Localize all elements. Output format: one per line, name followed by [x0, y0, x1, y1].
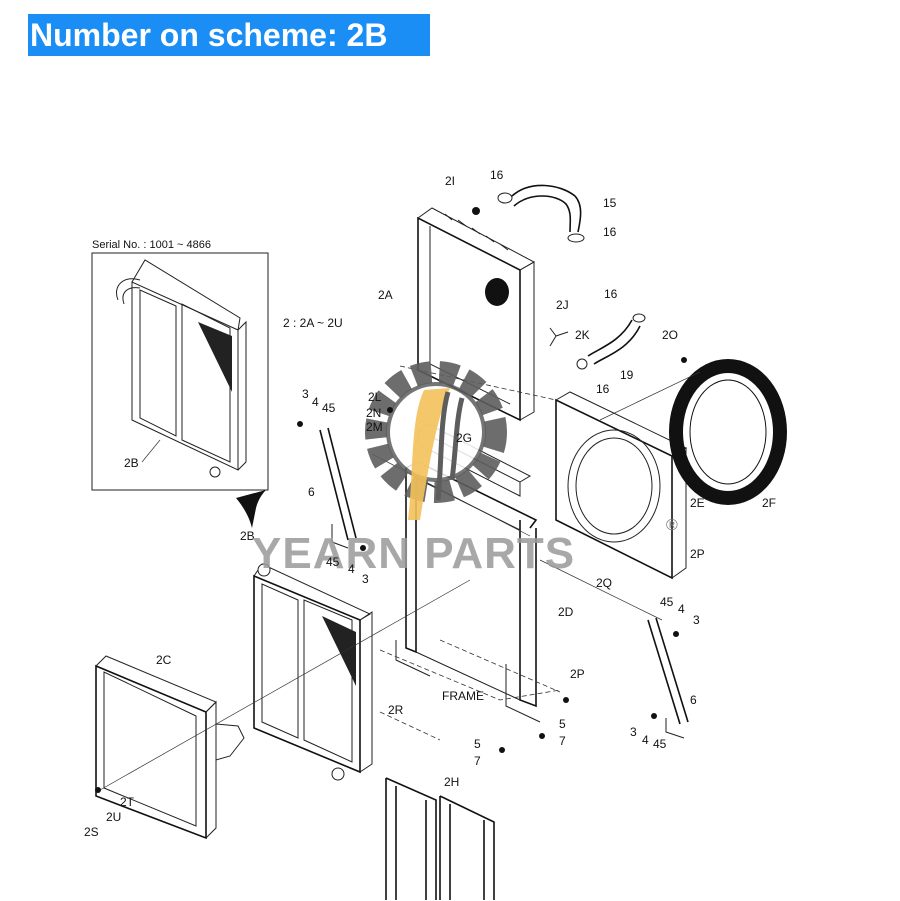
label-3-right: 3: [693, 613, 700, 627]
label-2J: 2J: [556, 298, 569, 312]
label-2S: 2S: [84, 825, 99, 839]
label-frame: FRAME: [442, 689, 484, 703]
label-2N: 2N: [366, 406, 381, 420]
watermark-text: YEARN PARTS: [252, 529, 575, 578]
label-2U: 2U: [106, 810, 121, 824]
arrow-label-2B: 2B: [240, 529, 255, 543]
label-45-mid: 45: [326, 555, 340, 569]
label-3-left: 3: [302, 387, 309, 401]
label-2R: 2R: [388, 703, 404, 717]
label-6-left: 6: [308, 485, 315, 499]
label-2F: 2F: [762, 496, 776, 510]
label-7-right: 7: [559, 734, 566, 748]
label-4-left: 4: [312, 395, 319, 409]
label-2O: 2O: [662, 328, 678, 342]
inset-serial: Serial No. : 1001 ~ 4866: [92, 239, 211, 251]
label-45-left: 45: [322, 401, 336, 415]
inset-panel: Serial No. : 1001 ~ 4866 2 : 2A ~ 2U 2B: [91, 239, 343, 491]
label-45-right: 45: [660, 595, 674, 609]
label-2T: 2T: [120, 795, 135, 809]
label-4-bottom: 4: [642, 733, 649, 747]
label-2K: 2K: [575, 328, 590, 342]
label-2A: 2A: [378, 288, 393, 302]
panels-2H: [385, 777, 495, 900]
stay-6-left: [319, 427, 357, 549]
label-2M: 2M: [366, 420, 383, 434]
shroud-2E: [555, 391, 688, 580]
label-2G: 2G: [456, 431, 472, 445]
stay-6-right: [647, 617, 689, 739]
label-7-left: 7: [474, 754, 481, 768]
cooler-2C: [95, 655, 245, 840]
hose-15: [497, 184, 585, 243]
label-2C: 2C: [156, 653, 172, 667]
label-4-mid: 4: [348, 562, 355, 576]
part-labels: 2I 16 15 16 2A 2J 16 2K 2O 19 16 3 4 45 …: [84, 168, 776, 839]
bolts: [95, 407, 679, 793]
label-3-bottom: 3: [630, 725, 637, 739]
label-2E: 2E: [690, 496, 705, 510]
label-16-lower: 16: [596, 382, 610, 396]
label-45-bottom: 45: [653, 737, 667, 751]
label-5-left: 5: [474, 737, 481, 751]
label-16-hose: 16: [603, 225, 617, 239]
watermark-logo: [365, 361, 507, 520]
label-2Q: 2Q: [596, 576, 612, 590]
label-5-right: 5: [559, 717, 566, 731]
fan-ring-2F: [669, 359, 787, 505]
label-2L: 2L: [368, 390, 382, 404]
watermark-registered: ®: [666, 517, 678, 534]
hose-19: [576, 313, 646, 370]
label-3-mid: 3: [362, 572, 369, 586]
label-2P-right: 2P: [690, 547, 705, 561]
label-15: 15: [603, 196, 617, 210]
label-16-top: 16: [490, 168, 504, 182]
radiator-2A: [417, 207, 536, 422]
inset-range-note: 2 : 2A ~ 2U: [283, 316, 343, 330]
inset-label-2B: 2B: [124, 456, 139, 470]
label-6-right: 6: [690, 693, 697, 707]
callout-arrow: 2B: [236, 490, 266, 543]
frame-2D: [379, 461, 561, 723]
radiator-2B: [253, 563, 373, 781]
label-19: 19: [620, 368, 634, 382]
label-16-mid: 16: [604, 287, 618, 301]
label-2P-lower: 2P: [570, 667, 585, 681]
scheme-number-title: Number on scheme: 2B: [28, 14, 430, 56]
label-2H: 2H: [444, 775, 459, 789]
label-4-right: 4: [678, 602, 685, 616]
small-fittings: [549, 327, 687, 363]
label-2D: 2D: [558, 605, 574, 619]
label-2I: 2I: [445, 174, 455, 188]
